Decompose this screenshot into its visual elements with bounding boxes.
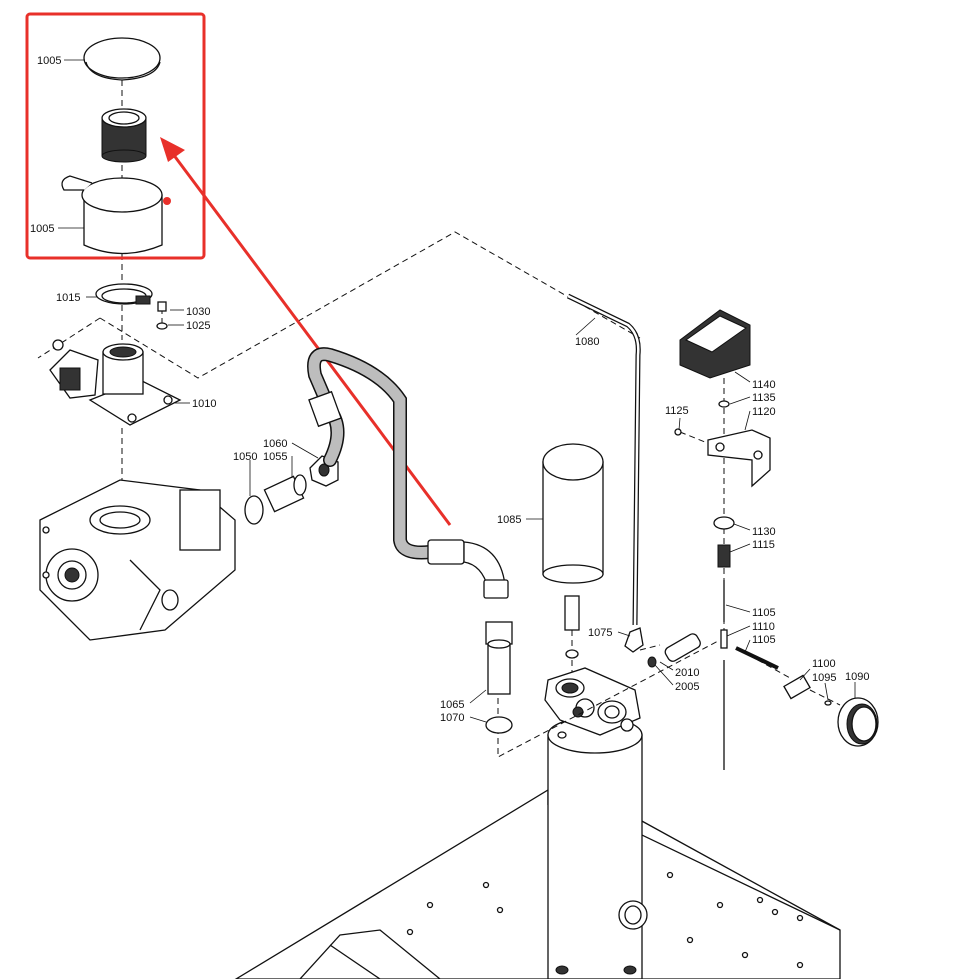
tube-1080 bbox=[566, 293, 641, 626]
switch-hardware bbox=[713, 516, 779, 770]
label-1030: 1030 bbox=[186, 306, 210, 318]
label-1105-a: 1105 bbox=[752, 607, 776, 619]
gauge-assembly bbox=[783, 674, 879, 747]
label-1105-b: 1105 bbox=[752, 634, 776, 646]
manifold-block bbox=[544, 667, 641, 739]
leader-lines bbox=[58, 59, 856, 723]
highlight-box bbox=[25, 12, 206, 260]
receiver-cylinder bbox=[547, 716, 648, 979]
sensor-2010 bbox=[647, 633, 701, 668]
label-2010: 2010 bbox=[675, 667, 699, 679]
bracket-1120 bbox=[674, 428, 771, 488]
oil-filter-1085 bbox=[542, 443, 604, 659]
label-1010: 1010 bbox=[192, 398, 216, 410]
hose-clamp bbox=[95, 283, 153, 305]
explode-lines bbox=[37, 40, 841, 758]
label-1050: 1050 bbox=[233, 451, 257, 463]
label-1015: 1015 bbox=[56, 292, 80, 304]
screw-washer bbox=[156, 301, 168, 330]
label-1115: 1115 bbox=[752, 539, 775, 551]
fitting-1055 bbox=[263, 474, 307, 513]
label-1085: 1085 bbox=[497, 514, 521, 526]
label-1070: 1070 bbox=[440, 712, 464, 724]
elbow-1075 bbox=[624, 627, 644, 653]
label-1025: 1025 bbox=[186, 320, 210, 332]
label-1140: 1140 bbox=[752, 379, 776, 391]
label-1135: 1135 bbox=[752, 392, 776, 404]
label-1075: 1075 bbox=[588, 627, 612, 639]
label-1095: 1095 bbox=[812, 672, 836, 684]
part-labels: 1005 1005 1015 1030 1025 1010 1060 1055 … bbox=[30, 55, 869, 724]
filter-housing bbox=[61, 175, 171, 255]
filter-cap bbox=[83, 37, 161, 81]
label-1055: 1055 bbox=[263, 451, 287, 463]
intake-valve bbox=[49, 339, 182, 426]
base-tank bbox=[234, 789, 841, 979]
discharge-hose bbox=[307, 347, 509, 599]
label-1120: 1120 bbox=[752, 406, 776, 418]
filter-element bbox=[101, 108, 147, 163]
label-1110: 1110 bbox=[752, 621, 775, 633]
compressor-block bbox=[39, 479, 236, 641]
label-2005: 2005 bbox=[675, 681, 699, 693]
label-1100: 1100 bbox=[812, 658, 836, 670]
label-1005-housing: 1005 bbox=[30, 223, 54, 235]
label-1130: 1130 bbox=[752, 526, 776, 538]
label-1090: 1090 bbox=[845, 671, 869, 683]
o-ring-1050 bbox=[244, 495, 264, 525]
pressure-switch-1140 bbox=[679, 309, 751, 408]
label-1065: 1065 bbox=[440, 699, 464, 711]
fitting-1065 bbox=[485, 621, 513, 734]
label-1060: 1060 bbox=[263, 438, 287, 450]
label-1080: 1080 bbox=[575, 336, 599, 348]
label-1005-cap: 1005 bbox=[37, 55, 61, 67]
label-1125: 1125 bbox=[665, 405, 689, 417]
base-holes bbox=[406, 871, 804, 969]
